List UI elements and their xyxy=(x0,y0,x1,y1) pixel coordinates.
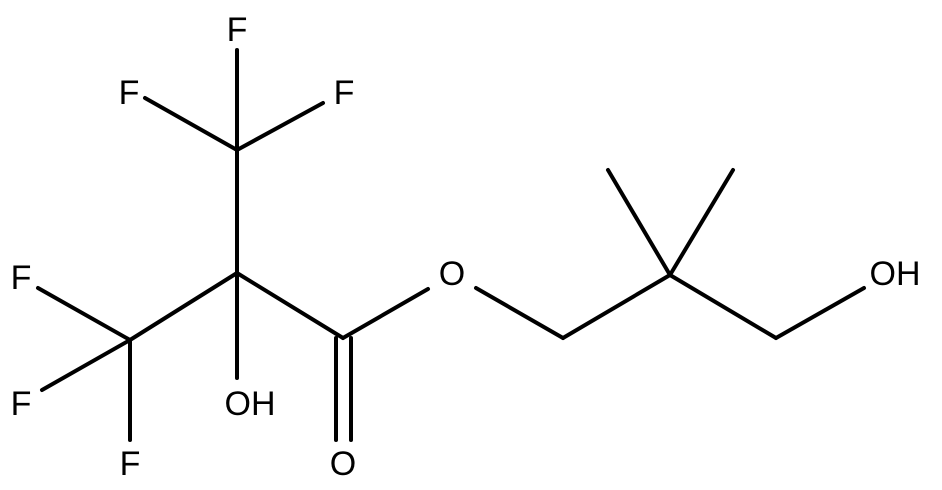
bond-quaternary-c-to-lower-cf3 xyxy=(128,271,239,342)
atom-label-o-ester: O xyxy=(439,255,465,293)
bond-carbonyl-c-to-ester-o xyxy=(341,287,430,340)
atom-label-layer: F F F F F F OH O O OH xyxy=(11,11,921,483)
atom-label-oh-alpha: OH xyxy=(225,385,276,423)
atom-label-f-bottom: F xyxy=(120,445,141,483)
bond-methyl-right xyxy=(668,168,735,277)
bond-cf3-top-f-left xyxy=(143,96,239,152)
bond-ch2-to-neopentyl-c xyxy=(561,273,672,340)
atom-label-f-lower-left: F xyxy=(11,385,32,423)
bond-quaternary-c-to-carbonyl-c xyxy=(235,271,345,340)
atom-label-f-upper-left: F xyxy=(119,74,140,112)
atom-label-oh-terminal: OH xyxy=(870,255,921,293)
bond-neopentyl-c-to-ch2 xyxy=(668,273,778,340)
bond-ch2-to-terminal-oh xyxy=(774,286,866,340)
atom-label-o-carbonyl: O xyxy=(330,445,356,483)
bond-layer xyxy=(36,48,866,442)
atom-label-f-mid-left: F xyxy=(11,259,32,297)
atom-label-f-top: F xyxy=(227,11,248,49)
bond-methyl-left xyxy=(606,168,672,277)
bond-ester-o-to-ch2 xyxy=(474,286,565,340)
bond-cf3-low-f-lowleft xyxy=(40,338,132,392)
atom-label-f-upper-right: F xyxy=(334,74,355,112)
bond-cf3-low-f-midleft xyxy=(36,286,132,342)
bond-cf3-top-f-right xyxy=(235,101,325,152)
